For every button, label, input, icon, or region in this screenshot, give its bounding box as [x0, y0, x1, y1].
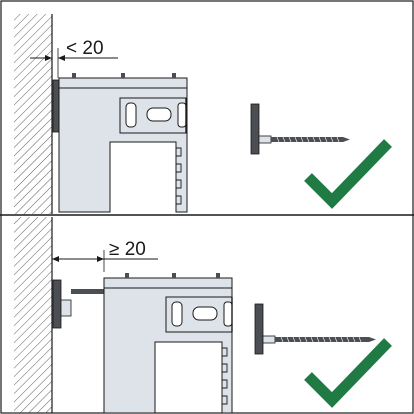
bottom-dimension: ≥ 20 — [52, 239, 158, 272]
bottom-nut — [60, 299, 72, 317]
bottom-wall-hatch — [14, 217, 52, 413]
top-rail — [58, 77, 188, 89]
top-wall-plate — [52, 79, 60, 133]
top-dimension: < 20 — [30, 38, 118, 78]
top-serration — [175, 147, 182, 205]
top-wall-hatch — [14, 14, 52, 214]
top-panel: < 20 — [14, 14, 392, 214]
top-bolt-bracket — [250, 103, 350, 155]
bottom-spacer-bolt — [71, 289, 105, 294]
bottom-bolt-bracket — [254, 303, 376, 355]
bottom-dimension-label: ≥ 20 — [109, 239, 146, 260]
bottom-wall-plate — [52, 279, 62, 329]
top-check-mark-icon — [304, 139, 392, 209]
bottom-panel: ≥ 20 — [14, 217, 392, 414]
bottom-rail — [103, 277, 233, 289]
top-dimension-label: < 20 — [66, 38, 104, 59]
bottom-check-mark-icon — [304, 338, 392, 408]
bottom-serration — [221, 347, 228, 405]
